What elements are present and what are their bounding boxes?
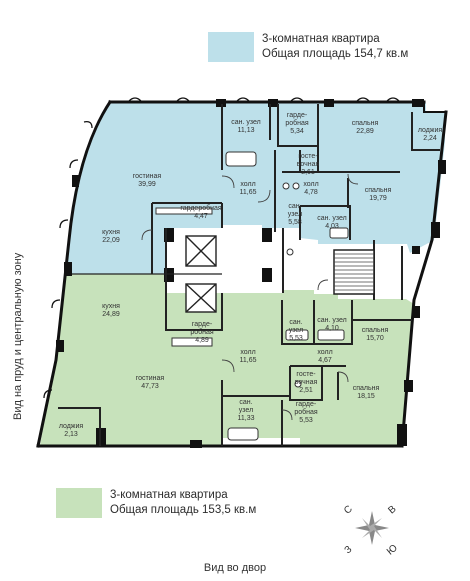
legend-blue: 3-комнатная квартира Общая площадь 154,7… [208, 32, 408, 62]
legend-title-blue: 3-комнатная квартира [262, 33, 380, 45]
fixtures [155, 151, 349, 441]
compass-south: Ю [385, 543, 400, 558]
legend-swatch-green [56, 488, 102, 518]
bottom-view-caption: Вид во двор [203, 562, 267, 574]
compass-star [355, 511, 389, 545]
compass-west: З [343, 544, 355, 556]
legend-green: 3-комнатная квартира Общая площадь 153,5… [56, 488, 256, 518]
compass-east: В [386, 504, 398, 517]
side-view-caption: Вид на пруд и центральную зону [12, 252, 24, 420]
legend-area-blue: Общая площадь 154,7 кв.м [262, 48, 409, 60]
compass-north: С [342, 504, 355, 517]
elevators [185, 235, 217, 313]
staircase [333, 249, 375, 295]
windows [43, 97, 401, 399]
apartment-green-area [40, 274, 414, 445]
legend-swatch-blue [208, 32, 254, 62]
legend-text-blue: 3-комнатная квартира Общая площадь 154,7… [262, 32, 408, 62]
interior-walls [58, 104, 440, 446]
compass-rose: С В Ю З [342, 504, 400, 558]
legend-text-green: 3-комнатная квартира Общая площадь 153,5… [110, 488, 256, 518]
doors [141, 173, 359, 421]
legend-title-green: 3-комнатная квартира [110, 489, 228, 501]
legend-area-green: Общая площадь 153,5 кв.м [110, 504, 257, 516]
